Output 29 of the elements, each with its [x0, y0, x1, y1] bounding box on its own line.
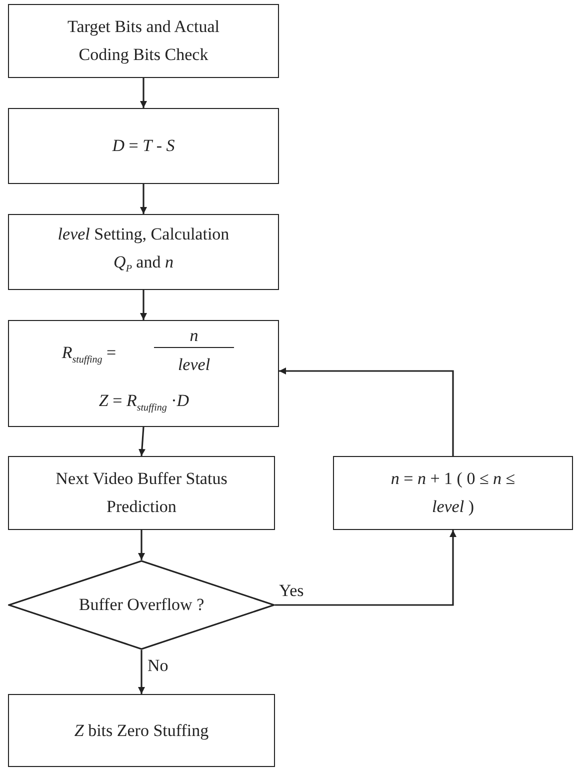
- process-box: [8, 694, 275, 767]
- edge-label: No: [148, 658, 168, 674]
- arrow: [140, 290, 147, 320]
- node-text: Next Video Buffer Status Prediction: [54, 468, 228, 518]
- process-box: [8, 214, 279, 290]
- process-box: [8, 4, 279, 78]
- process-box: [8, 456, 275, 530]
- arrow: [140, 78, 147, 108]
- formula-part: R$_{stuffing}$ =: [60, 342, 118, 368]
- edge-label: Yes: [279, 583, 304, 599]
- process-box: [8, 320, 279, 427]
- process-box: [333, 456, 573, 530]
- arrow: [140, 184, 147, 214]
- arrow: [279, 368, 454, 456]
- arrow: [138, 650, 145, 694]
- formula-text: Z = R$_{stuffing}$ ·D: [98, 390, 190, 416]
- node-text: Z bits Zero Stuffing: [73, 720, 210, 742]
- arrow: [138, 530, 145, 560]
- node-text: Buffer Overflow ?: [78, 594, 206, 616]
- formula-part: n: [154, 325, 234, 348]
- arrow: [138, 426, 146, 456]
- node-text: Target Bits and Actual Coding Bits Check: [66, 16, 220, 66]
- decision-diamond: [8, 560, 275, 650]
- node-text: level Setting, Calculation Q$_{P}$ and n: [56, 223, 230, 277]
- formula-part: level: [176, 354, 212, 376]
- process-box: [8, 108, 279, 184]
- arrow: [275, 530, 456, 606]
- node-text: n = n + 1 ( 0 ≤ n ≤ level ): [390, 468, 516, 518]
- node-text: D = T - S: [111, 135, 176, 157]
